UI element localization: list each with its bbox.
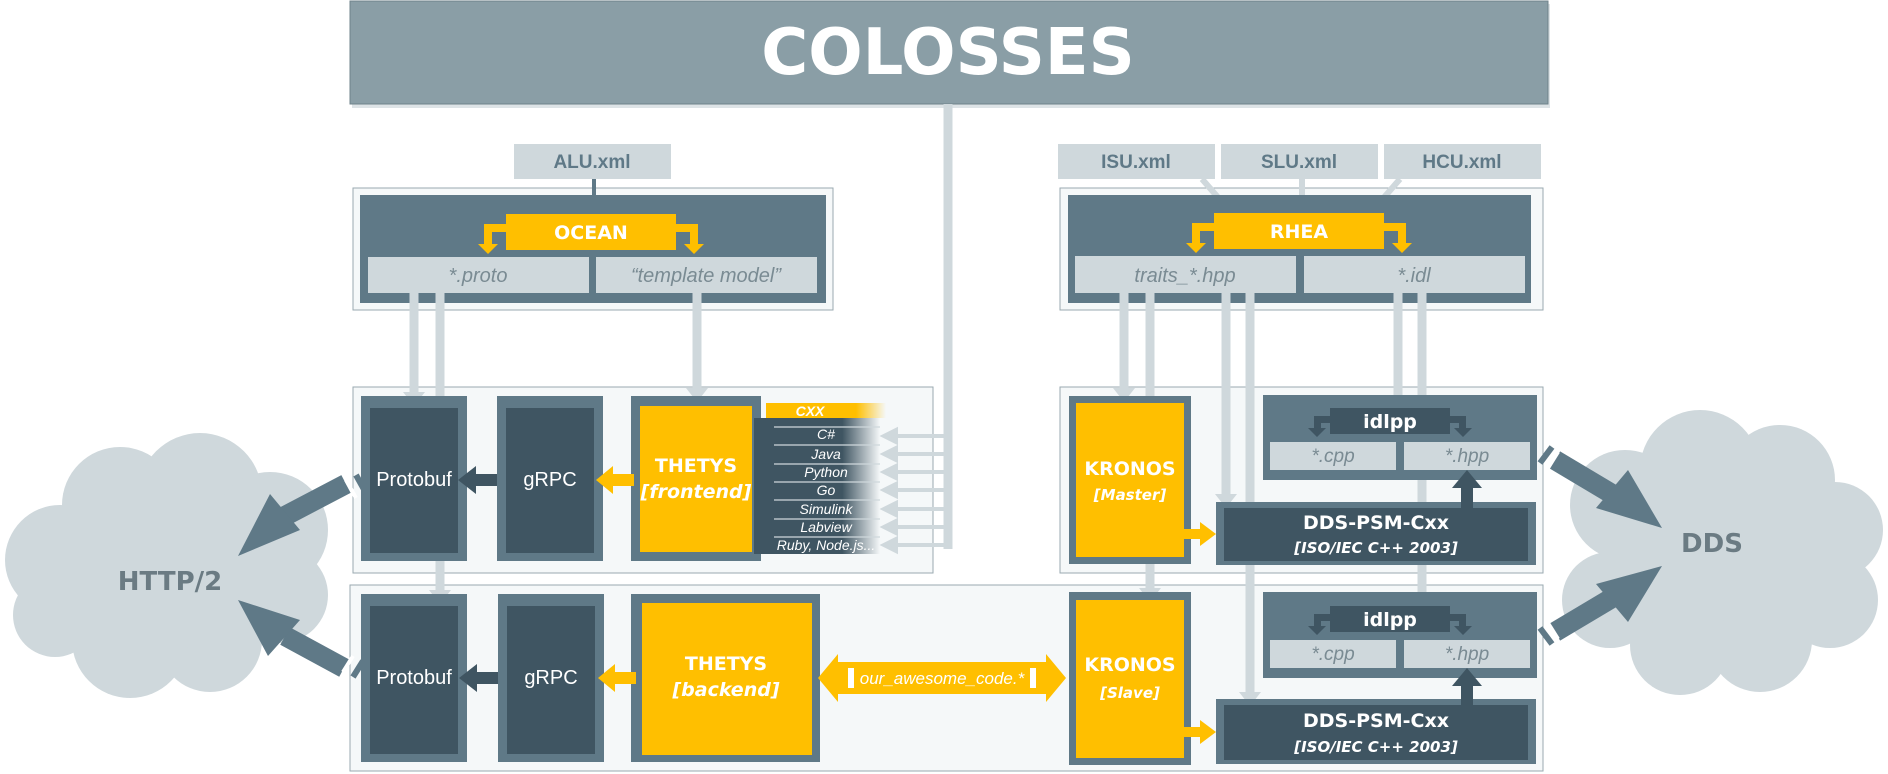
dds-psm-top-sub: [ISO/IEC C++ 2003] bbox=[1293, 539, 1458, 557]
template-output-label: “template model” bbox=[631, 265, 782, 287]
alu-xml-box bbox=[514, 144, 671, 179]
ocean-split-arrows bbox=[478, 224, 704, 254]
ocean-label: OCEAN bbox=[554, 222, 628, 244]
kronos-master-sub: [Master] bbox=[1093, 486, 1167, 504]
dds-psm-top-label: DDS-PSM-Cxx bbox=[1303, 512, 1449, 534]
thetys-to-grpc-front-arrow bbox=[596, 466, 634, 494]
protobuf-front-box bbox=[370, 408, 458, 553]
isu-xml-label: ISU.xml bbox=[1101, 152, 1171, 173]
idlpp-bottom-label-box bbox=[1330, 606, 1450, 632]
protobuf-front-to-http2-arrow bbox=[238, 473, 369, 556]
thetys-back-label: THETYS bbox=[685, 653, 767, 675]
idl-output-label: *.idl bbox=[1397, 265, 1431, 287]
dds-cloud-label: DDS bbox=[1681, 529, 1743, 559]
kronos-slave-sub: [Slave] bbox=[1099, 684, 1160, 702]
idlpp-bottom-cpp-label: *.cpp bbox=[1311, 644, 1354, 665]
language-cxx-box bbox=[766, 403, 886, 418]
language-item: Ruby, Node.js... bbox=[777, 537, 876, 553]
language-feed-arrows bbox=[879, 426, 948, 555]
awesome-code-slot-left bbox=[848, 668, 854, 688]
kronos-master-box bbox=[1076, 403, 1184, 557]
grpc-back-label: gRPC bbox=[524, 667, 577, 689]
idlpp-top-label-box bbox=[1330, 408, 1450, 434]
slu-xml-box bbox=[1221, 144, 1378, 179]
awesome-code-slot-right bbox=[1030, 668, 1036, 688]
hpp-to-psm-top-arrow bbox=[1452, 470, 1482, 508]
languages-panel bbox=[754, 418, 880, 554]
dds-to-idlpp-bottom-arrow bbox=[1537, 566, 1662, 646]
thetys-front-box bbox=[640, 406, 752, 552]
idlpp-top-cpp-box bbox=[1270, 442, 1396, 470]
thetys-front-sub: [frontend] bbox=[640, 481, 752, 503]
hcu-xml-box bbox=[1384, 144, 1541, 179]
isu-xml-box bbox=[1058, 144, 1215, 179]
dds-psm-bottom-box bbox=[1224, 705, 1528, 760]
slu-xml-label: SLU.xml bbox=[1261, 152, 1337, 173]
grpc-front-label: gRPC bbox=[523, 469, 576, 491]
hcu-xml-label: HCU.xml bbox=[1422, 152, 1501, 173]
header-bar bbox=[349, 0, 1549, 105]
traits-output-label: traits_*.hpp bbox=[1134, 265, 1235, 287]
language-list: CXX C# Java Python Go Simulink Labview R… bbox=[777, 403, 876, 553]
proto-output-box bbox=[368, 257, 589, 293]
language-item: Python bbox=[804, 464, 848, 480]
grpc-to-protobuf-front-arrow bbox=[458, 466, 497, 494]
language-item: Go bbox=[817, 482, 836, 498]
http2-cloud bbox=[5, 433, 328, 698]
protobuf-back-box bbox=[370, 606, 458, 754]
protobuf-back-label: Protobuf bbox=[376, 667, 452, 689]
alu-xml-label: ALU.xml bbox=[553, 152, 630, 173]
language-item: Java bbox=[810, 446, 841, 462]
http2-to-protobuf-back-arrow bbox=[238, 600, 366, 679]
language-item: CXX bbox=[796, 403, 826, 419]
idlpp-top-hpp-box bbox=[1404, 442, 1530, 470]
kronos-slave-box bbox=[1076, 600, 1184, 758]
hpp-to-psm-bottom-arrow bbox=[1452, 668, 1482, 706]
idlpp-top-split-arrows bbox=[1308, 416, 1472, 437]
rhea-label-box bbox=[1214, 213, 1384, 249]
dds-psm-bottom-sub: [ISO/IEC C++ 2003] bbox=[1293, 738, 1458, 756]
traits-output-box bbox=[1075, 256, 1296, 293]
page-title: COLOSSES bbox=[761, 16, 1134, 90]
idlpp-bottom-hpp-box bbox=[1404, 640, 1530, 668]
idlpp-top-cpp-label: *.cpp bbox=[1311, 446, 1354, 467]
thetys-front-label: THETYS bbox=[655, 455, 737, 477]
idlpp-bottom-hpp-label: *.hpp bbox=[1445, 644, 1489, 665]
thetys-back-sub: [backend] bbox=[671, 679, 779, 701]
language-item: C# bbox=[817, 426, 835, 442]
idlpp-top-to-dds-arrow bbox=[1537, 445, 1662, 528]
template-output-box bbox=[596, 257, 817, 293]
rhea-split-arrows bbox=[1186, 223, 1412, 253]
language-dividers bbox=[774, 426, 880, 538]
grpc-back-box bbox=[507, 606, 595, 754]
kronos-slave-label: KRONOS bbox=[1084, 654, 1175, 676]
idlpp-top-label: idlpp bbox=[1363, 411, 1417, 433]
proto-output-label: *.proto bbox=[449, 265, 508, 287]
language-item: Labview bbox=[800, 519, 852, 535]
grpc-to-protobuf-back-arrow bbox=[459, 664, 498, 692]
kronos-master-to-psm-arrow bbox=[1184, 522, 1216, 546]
kronos-master-label: KRONOS bbox=[1084, 458, 1175, 480]
rhea-label: RHEA bbox=[1270, 221, 1329, 243]
grpc-front-box bbox=[506, 408, 594, 553]
idlpp-bottom-split-arrows bbox=[1308, 614, 1472, 635]
thetys-back-box bbox=[642, 603, 812, 755]
awesome-code-label: our_awesome_code.* bbox=[860, 669, 1026, 688]
kronos-slave-to-psm-arrow bbox=[1184, 720, 1216, 744]
idlpp-bottom-label: idlpp bbox=[1363, 609, 1417, 631]
thetys-to-grpc-back-arrow bbox=[598, 664, 636, 692]
idlpp-bottom-cpp-box bbox=[1270, 640, 1396, 668]
idl-output-box bbox=[1304, 256, 1525, 293]
dds-psm-bottom-label: DDS-PSM-Cxx bbox=[1303, 710, 1449, 732]
awesome-code-connector bbox=[818, 654, 1066, 702]
idlpp-top-hpp-label: *.hpp bbox=[1445, 446, 1489, 467]
protobuf-front-label: Protobuf bbox=[376, 469, 452, 491]
ocean-label-box bbox=[506, 214, 676, 250]
language-item: Simulink bbox=[800, 501, 854, 517]
http2-cloud-label: HTTP/2 bbox=[118, 567, 222, 597]
dds-psm-top-box bbox=[1224, 508, 1528, 561]
